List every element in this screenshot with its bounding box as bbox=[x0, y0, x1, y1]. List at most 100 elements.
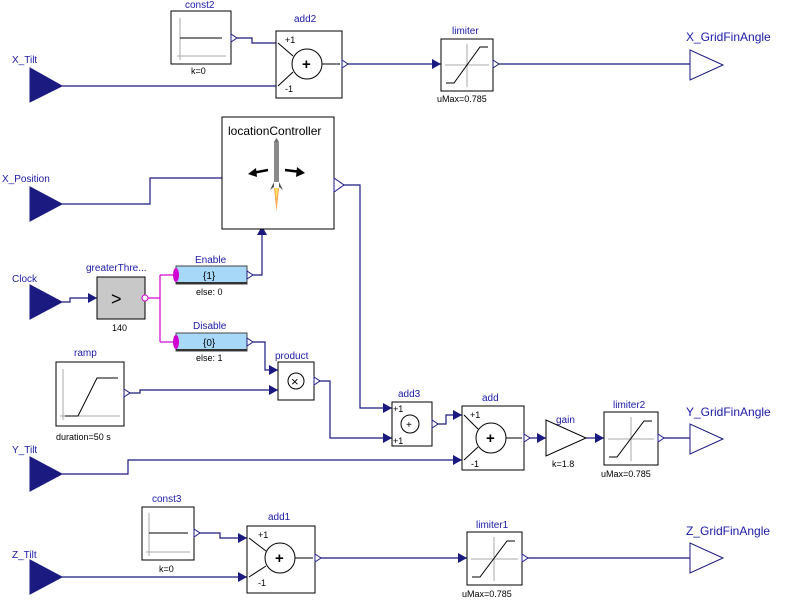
input-line bbox=[277, 71, 294, 87]
block-limiter2[interactable]: limiter2 uMax=0.785 bbox=[601, 400, 665, 479]
block-add[interactable]: add + +1 -1 bbox=[461, 393, 531, 471]
block-enable[interactable]: Enable {1} else: 0 bbox=[173, 255, 254, 297]
port-out bbox=[193, 528, 201, 538]
port-limiter1-in bbox=[458, 553, 467, 563]
block-add1[interactable]: add1 + +1 -1 bbox=[246, 512, 322, 594]
block-param: else: 1 bbox=[196, 353, 223, 363]
port-product-in2 bbox=[269, 385, 278, 395]
port-add-in2 bbox=[453, 455, 462, 465]
block-param: else: 0 bbox=[196, 287, 223, 297]
block-ramp[interactable]: ramp duration=50 s bbox=[55, 348, 131, 442]
block-param: uMax=0.785 bbox=[601, 469, 651, 479]
block-add3[interactable]: add3 + +1 +1 bbox=[391, 389, 439, 447]
port-out bbox=[230, 33, 238, 43]
sum-circle-icon bbox=[400, 414, 420, 434]
limiter-graph-icon bbox=[471, 537, 518, 581]
port-product-in1 bbox=[269, 365, 278, 375]
input-connector-icon bbox=[29, 67, 64, 103]
port-out bbox=[492, 59, 500, 69]
input-connector-icon bbox=[29, 559, 64, 595]
output-label: Z_GridFinAngle bbox=[686, 524, 770, 538]
wire-xpos-controller bbox=[62, 177, 232, 205]
port-out bbox=[246, 337, 254, 347]
port-out bbox=[314, 553, 322, 563]
block-name: const2 bbox=[185, 0, 215, 11]
block-name: locationController bbox=[228, 124, 321, 138]
output-connector-icon bbox=[689, 423, 725, 455]
input-line bbox=[248, 565, 267, 578]
wires bbox=[62, 37, 692, 578]
gain-k2: -1 bbox=[471, 459, 479, 469]
block-disable[interactable]: Disable {0} else: 1 bbox=[173, 321, 254, 363]
port-out bbox=[141, 294, 149, 302]
block-name: limiter bbox=[452, 26, 479, 37]
block-name: add2 bbox=[294, 14, 317, 25]
output-y-grid[interactable]: Y_GridFinAngle bbox=[686, 405, 771, 455]
block-const2[interactable]: const2 k=0 bbox=[170, 0, 238, 76]
input-label: Z_Tilt bbox=[12, 550, 37, 561]
block-const3[interactable]: const3 k=0 bbox=[141, 494, 201, 574]
wire-disable-product bbox=[247, 341, 278, 371]
input-z-tilt[interactable]: Z_Tilt bbox=[12, 550, 64, 595]
block-name: limiter1 bbox=[476, 520, 509, 531]
block-body bbox=[96, 276, 146, 320]
block-limiter1[interactable]: limiter1 uMax=0.785 bbox=[462, 520, 529, 599]
wire-ramp-product bbox=[126, 389, 278, 394]
block-greater-threshold[interactable]: greaterThre... > 140 bbox=[86, 263, 149, 333]
input-y-tilt[interactable]: Y_Tilt bbox=[12, 445, 64, 492]
wire-enable-controller bbox=[247, 230, 263, 276]
block-name: limiter2 bbox=[613, 400, 646, 411]
port-add1-in2 bbox=[238, 572, 247, 582]
sum-symbol: + bbox=[486, 430, 495, 447]
input-line bbox=[463, 446, 479, 461]
input-x-tilt[interactable]: X_Tilt bbox=[12, 55, 64, 103]
port-out bbox=[431, 419, 439, 429]
block-name: ramp bbox=[74, 348, 97, 359]
block-param: duration=50 s bbox=[56, 432, 111, 442]
port-out bbox=[523, 433, 531, 443]
block-limiter[interactable]: limiter uMax=0.785 bbox=[437, 26, 500, 104]
block-param: 140 bbox=[112, 323, 127, 333]
block-name: const3 bbox=[152, 494, 182, 505]
sum-symbol: + bbox=[406, 420, 412, 431]
port-in bbox=[537, 433, 546, 443]
output-x-grid[interactable]: X_GridFinAngle bbox=[686, 30, 771, 81]
block-name: add1 bbox=[268, 512, 291, 523]
gain-k1: +1 bbox=[470, 410, 480, 420]
port-out bbox=[123, 388, 131, 398]
wire-const3-add1 bbox=[196, 532, 247, 539]
block-name: add bbox=[482, 393, 499, 404]
block-name: greaterThre... bbox=[86, 263, 147, 274]
input-clock[interactable]: Clock bbox=[12, 274, 64, 320]
port-greater-in bbox=[88, 293, 97, 303]
port-limiter-in bbox=[432, 59, 441, 69]
output-z-grid[interactable]: Z_GridFinAngle bbox=[686, 524, 770, 574]
input-label: Y_Tilt bbox=[12, 445, 37, 456]
block-name: product bbox=[275, 351, 309, 362]
block-add2[interactable]: add2 + +1 -1 bbox=[275, 14, 349, 99]
wire-clock-greater bbox=[62, 297, 97, 303]
input-connector-icon bbox=[29, 186, 64, 222]
block-param: uMax=0.785 bbox=[462, 589, 512, 599]
block-gain[interactable]: gain k=1.8 bbox=[537, 415, 588, 469]
input-x-position[interactable]: X_Position bbox=[2, 174, 64, 222]
block-body bbox=[55, 361, 125, 427]
sum-symbol: + bbox=[302, 56, 311, 73]
compare-symbol: > bbox=[111, 289, 122, 309]
port-add1-in1 bbox=[238, 533, 247, 543]
block-product[interactable]: product × bbox=[275, 351, 321, 401]
gain-k1: +1 bbox=[285, 35, 295, 45]
block-name: Enable bbox=[195, 255, 227, 266]
wire-ytilt-add bbox=[62, 459, 462, 475]
block-location-controller[interactable]: locationController bbox=[221, 116, 345, 230]
block-name: add3 bbox=[398, 389, 421, 400]
port-in bbox=[173, 268, 179, 282]
block-name: Disable bbox=[193, 321, 227, 332]
limiter-graph-icon bbox=[445, 44, 489, 87]
output-label: X_GridFinAngle bbox=[686, 30, 771, 44]
product-circle-icon bbox=[287, 372, 305, 390]
port-controller-enable bbox=[257, 226, 267, 235]
block-param: uMax=0.785 bbox=[437, 94, 487, 104]
port-out bbox=[313, 376, 321, 386]
